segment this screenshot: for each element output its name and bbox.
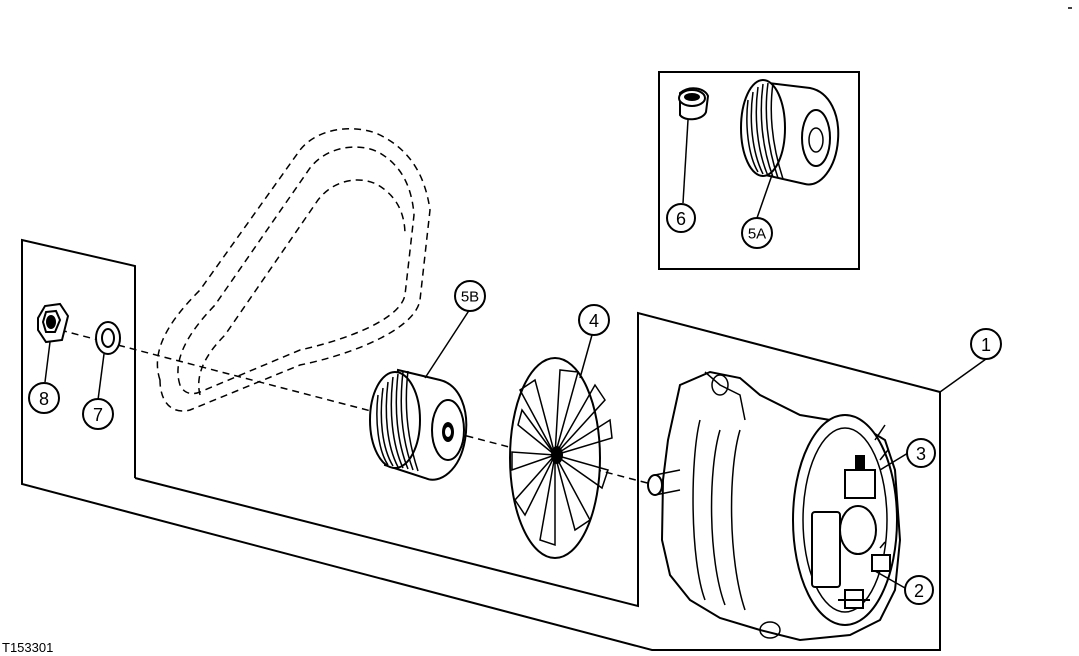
washer-part	[95, 321, 121, 355]
callout-5b: 5B	[454, 280, 486, 312]
left-group-outline	[21, 238, 941, 651]
callout-7: 7	[82, 398, 114, 430]
callout-5a: 5A	[741, 217, 773, 249]
cap-part	[678, 87, 710, 121]
callout-2: 2	[904, 575, 934, 605]
svg-text:3: 3	[916, 444, 926, 464]
svg-text:5B: 5B	[461, 289, 479, 306]
callout-1: 1	[970, 328, 1002, 360]
pulley-5b-part	[369, 368, 468, 481]
callout-8: 8	[28, 382, 60, 414]
callout-3: 3	[906, 438, 936, 468]
leader-lines	[44, 119, 987, 589]
drive-belt	[156, 128, 431, 412]
svg-text:2: 2	[914, 581, 924, 601]
callout-4: 4	[578, 304, 610, 336]
inner-group-outline	[134, 311, 941, 608]
figure-id: T153301	[2, 640, 53, 655]
svg-text:1: 1	[981, 335, 991, 355]
fan-part	[509, 357, 613, 559]
svg-text:4: 4	[589, 311, 599, 331]
callout-6: 6	[666, 203, 696, 233]
inset-box	[658, 71, 860, 270]
nut-part	[37, 302, 70, 344]
alternator-part	[647, 370, 902, 642]
shaft-axis-line	[59, 329, 656, 486]
pulley-5a-part	[740, 79, 840, 186]
svg-text:6: 6	[676, 209, 686, 229]
svg-text:7: 7	[93, 405, 103, 425]
svg-text:8: 8	[39, 389, 49, 409]
svg-text:5A: 5A	[748, 226, 766, 243]
